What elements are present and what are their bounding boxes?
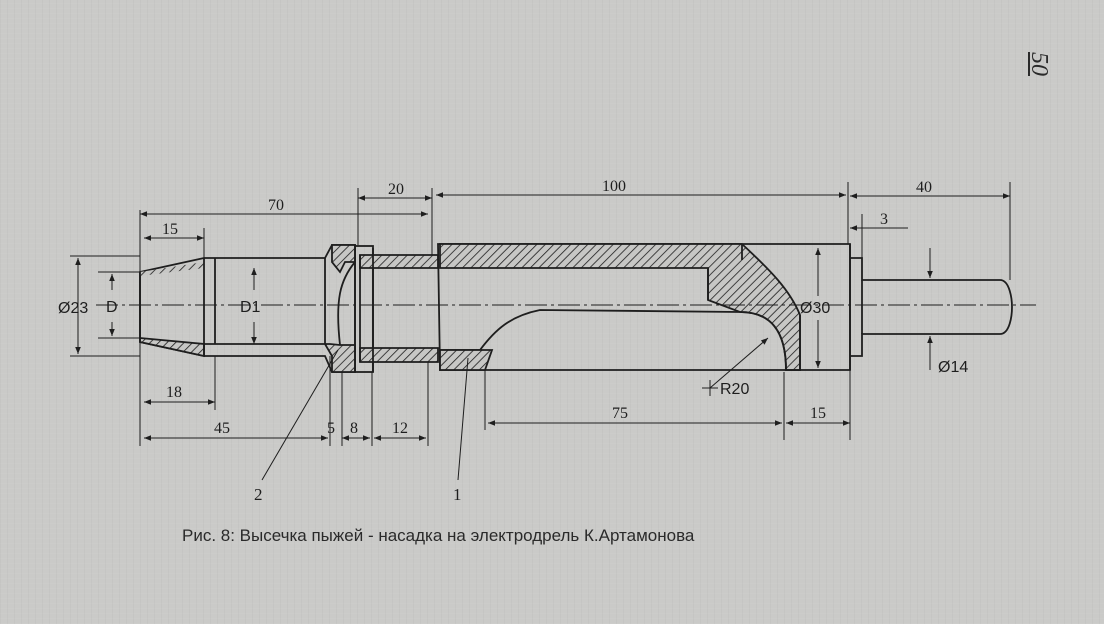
dim-radius-20: R20 [720, 381, 749, 398]
cutting-tip [139, 244, 356, 373]
dim-15-bottom: 15 [810, 405, 826, 422]
dim-20: 20 [388, 181, 404, 198]
dim-18: 18 [166, 384, 182, 401]
dim-12: 12 [392, 420, 408, 437]
dim-8: 8 [350, 420, 358, 437]
coupling-nut [354, 245, 439, 373]
dim-100: 100 [602, 178, 626, 195]
dim-diameter-14: Ø14 [938, 359, 968, 376]
dim-D1: D1 [240, 299, 261, 316]
dimension-labels: 70 20 100 40 15 3 Ø23 D D1 Ø30 Ø14 R20 1… [58, 178, 968, 504]
page-number: 50 [1026, 52, 1052, 76]
dim-3: 3 [880, 211, 888, 228]
main-body [437, 243, 851, 371]
dim-70: 70 [268, 197, 284, 214]
dim-45: 45 [214, 420, 230, 437]
dim-40: 40 [916, 179, 932, 196]
dim-diameter-30: Ø30 [800, 300, 830, 317]
dim-diameter-23: Ø23 [58, 300, 88, 317]
dim-75: 75 [612, 405, 628, 422]
part-label-1: 1 [453, 485, 462, 504]
part-geometry [139, 243, 1013, 373]
figure-caption: Рис. 8: Высечка пыжей - насадка на элект… [182, 526, 695, 545]
dim-D: D [106, 299, 118, 316]
part-label-2: 2 [254, 485, 263, 504]
shank [850, 257, 1013, 357]
dim-5: 5 [327, 420, 335, 437]
dim-15-top: 15 [162, 221, 178, 238]
dimension-lines [70, 182, 1011, 481]
